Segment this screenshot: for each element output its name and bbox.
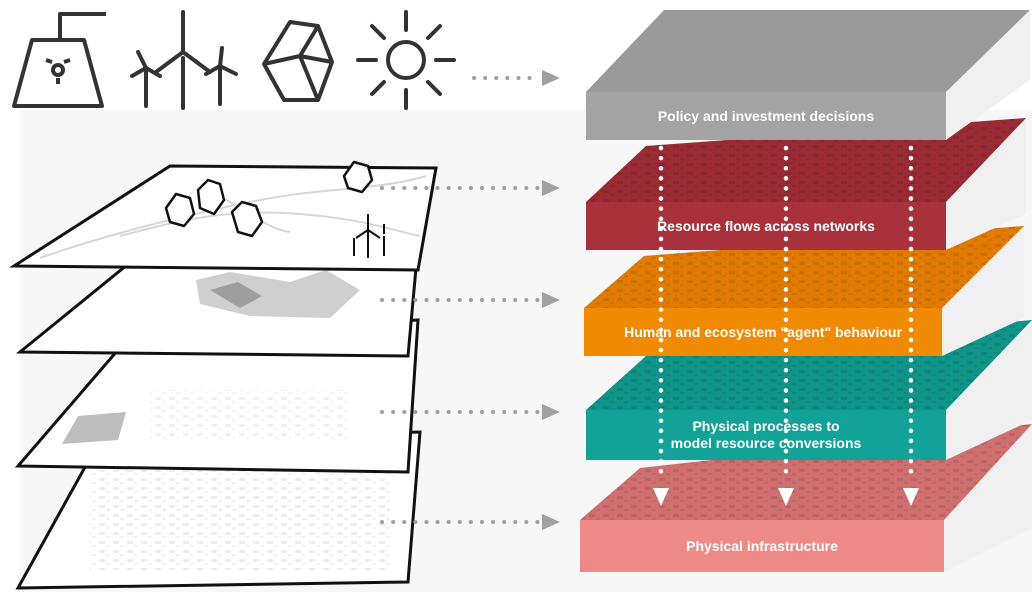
flow-column-right: [903, 145, 919, 506]
connector-infrastructure: [380, 514, 560, 530]
wind-turbines-icon: [130, 10, 238, 110]
connector-icons-to-policy: [472, 70, 560, 86]
layer-label-processes: Physical processes to model resource con…: [670, 418, 862, 451]
map-layer-networks: [8, 160, 438, 272]
layer-label-infrastructure: Physical infrastructure: [686, 537, 838, 554]
layer-label-networks: Resource flows across networks: [657, 217, 875, 234]
rock-resource-icon: [262, 20, 334, 102]
layer-label-agents: Human and ecosystem "agent" behaviour: [624, 323, 902, 340]
flow-column-left: [653, 145, 669, 506]
layer-label-policy: Policy and investment decisions: [657, 107, 875, 124]
connector-networks: [380, 180, 560, 196]
layer-slab-networks: [586, 118, 1026, 250]
connector-processes: [380, 404, 560, 420]
layer-slab-policy: [586, 10, 1030, 140]
map-layer-agents: [15, 244, 420, 358]
connector-agents: [380, 292, 560, 308]
map-layer-processes: [14, 318, 420, 474]
sun-icon: [356, 10, 456, 110]
flow-column-middle: [778, 145, 794, 506]
nuclear-plant-icon: [12, 12, 106, 108]
